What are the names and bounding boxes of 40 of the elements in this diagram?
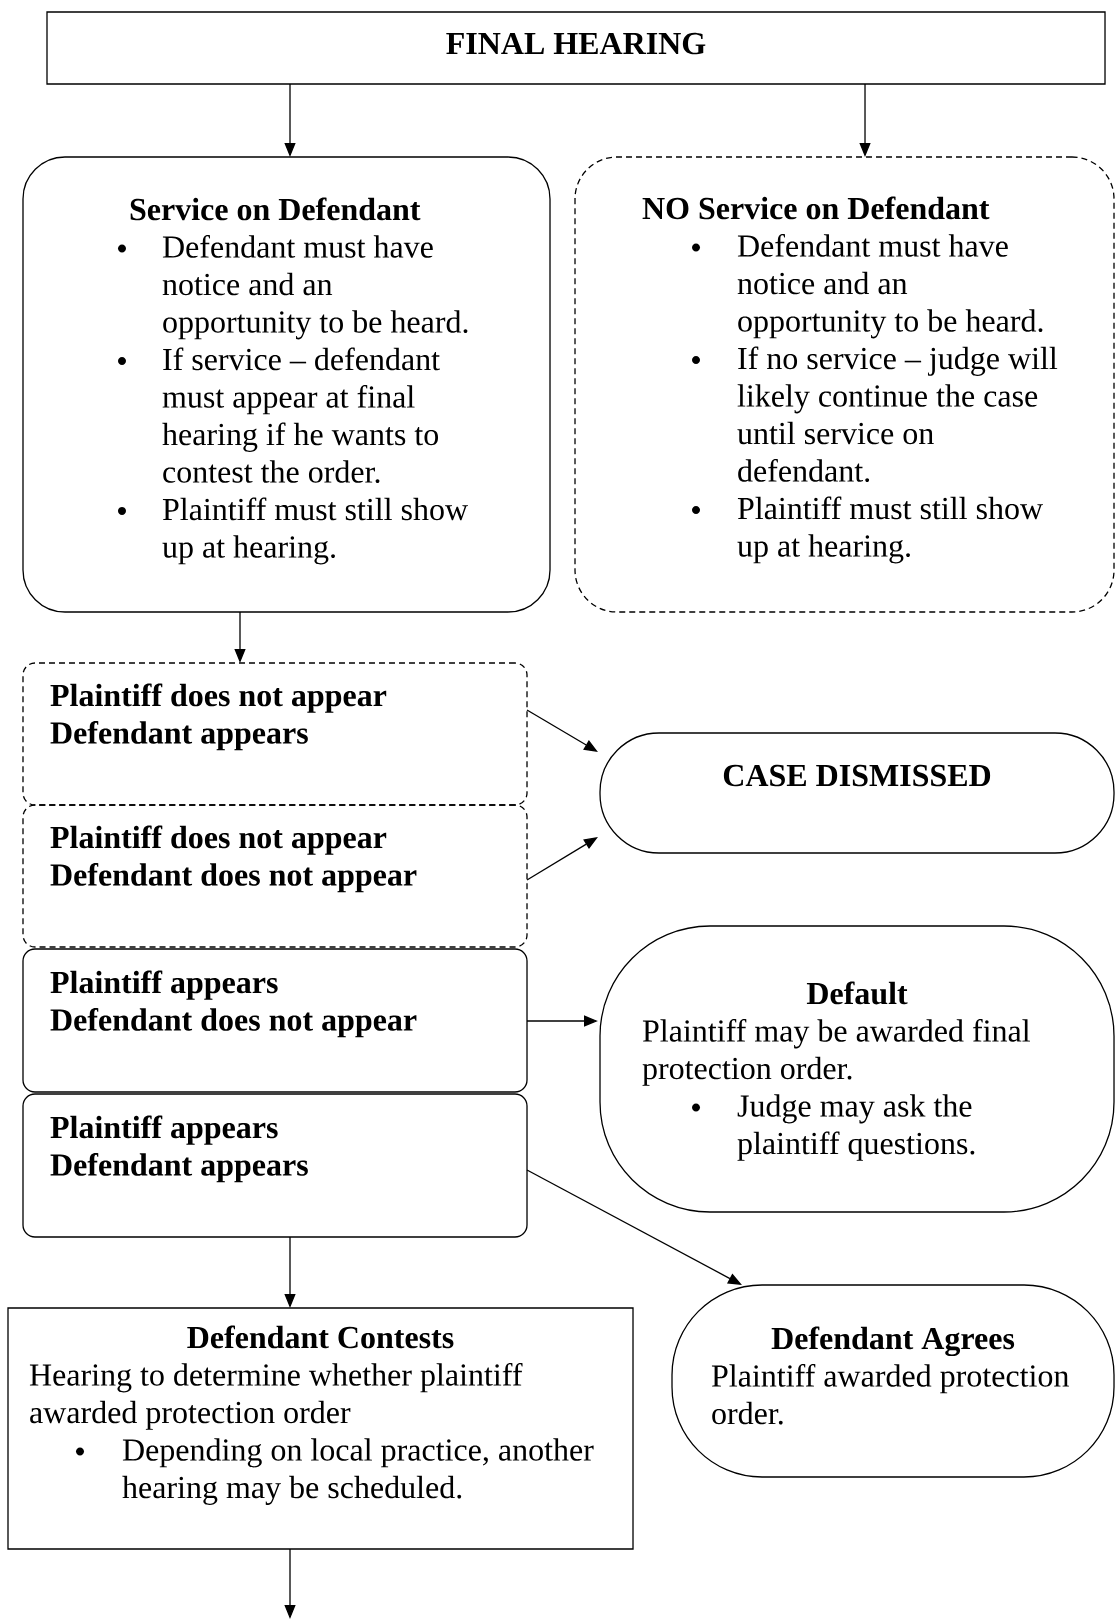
terminal-shape bbox=[671, 1284, 1115, 1478]
bullet-text: Defendant must have notice and an opportunity to be heard. bbox=[737, 234, 1043, 339]
arrow bbox=[526, 1169, 742, 1285]
heading: Default bbox=[806, 981, 908, 1005]
heading: Defendant appears bbox=[50, 721, 308, 751]
terminal-shape bbox=[599, 732, 1115, 854]
heading: Plaintiff does not appear bbox=[50, 683, 387, 713]
heading: Defendant Contests bbox=[187, 1325, 454, 1349]
bullet-text: Plaintiff must still show up at hearing. bbox=[737, 496, 1043, 564]
arrow bbox=[526, 709, 598, 752]
heading: NO Service on Defendant bbox=[642, 196, 990, 220]
outcome-box bbox=[22, 662, 528, 806]
heading: Defendant does not appear bbox=[50, 863, 417, 893]
body-text: Plaintiff may be awarded final protection order. bbox=[642, 1019, 1030, 1086]
heading: CASE DISMISSED bbox=[723, 764, 991, 787]
heading: Plaintiff appears bbox=[50, 970, 278, 1000]
rounded-box bbox=[22, 156, 551, 613]
rounded-box bbox=[574, 156, 1115, 613]
bullet-text: Judge may ask the plaintiff questions. bbox=[737, 1094, 975, 1161]
heading: Plaintiff appears bbox=[50, 1115, 278, 1145]
process-box bbox=[7, 1307, 634, 1550]
bullet-text: Plaintiff must still show up at hearing. bbox=[162, 497, 468, 565]
outcome-box bbox=[22, 1093, 528, 1238]
body-text: Hearing to determine whether plaintiff awarded protection order bbox=[29, 1363, 523, 1430]
heading: Defendant appears bbox=[50, 1153, 308, 1183]
outcome-box bbox=[22, 948, 528, 1093]
bullet-text: If no service – judge will likely continue the case until service on defendant. bbox=[737, 346, 1058, 482]
heading: Defendant does not appear bbox=[50, 1008, 417, 1038]
outcome-box bbox=[22, 804, 528, 948]
bullet-text: If service – defendant must appear at final hearing if he wants to contest the order. bbox=[162, 347, 440, 483]
heading: Service on Defendant bbox=[130, 197, 421, 221]
heading: Defendant Agrees bbox=[771, 1326, 1015, 1357]
bullet-text: Defendant must have notice and an opportunity to be heard. bbox=[162, 235, 468, 340]
arrow bbox=[526, 837, 598, 881]
terminal-shape bbox=[599, 925, 1115, 1213]
heading: FINAL HEARING bbox=[446, 32, 706, 55]
bullet-text: Depending on local practice, another hearing may be scheduled. bbox=[122, 1438, 594, 1505]
heading: Plaintiff does not appear bbox=[50, 825, 387, 855]
process-box bbox=[46, 11, 1106, 85]
body-text: Plaintiff awarded protection order. bbox=[711, 1364, 1069, 1425]
